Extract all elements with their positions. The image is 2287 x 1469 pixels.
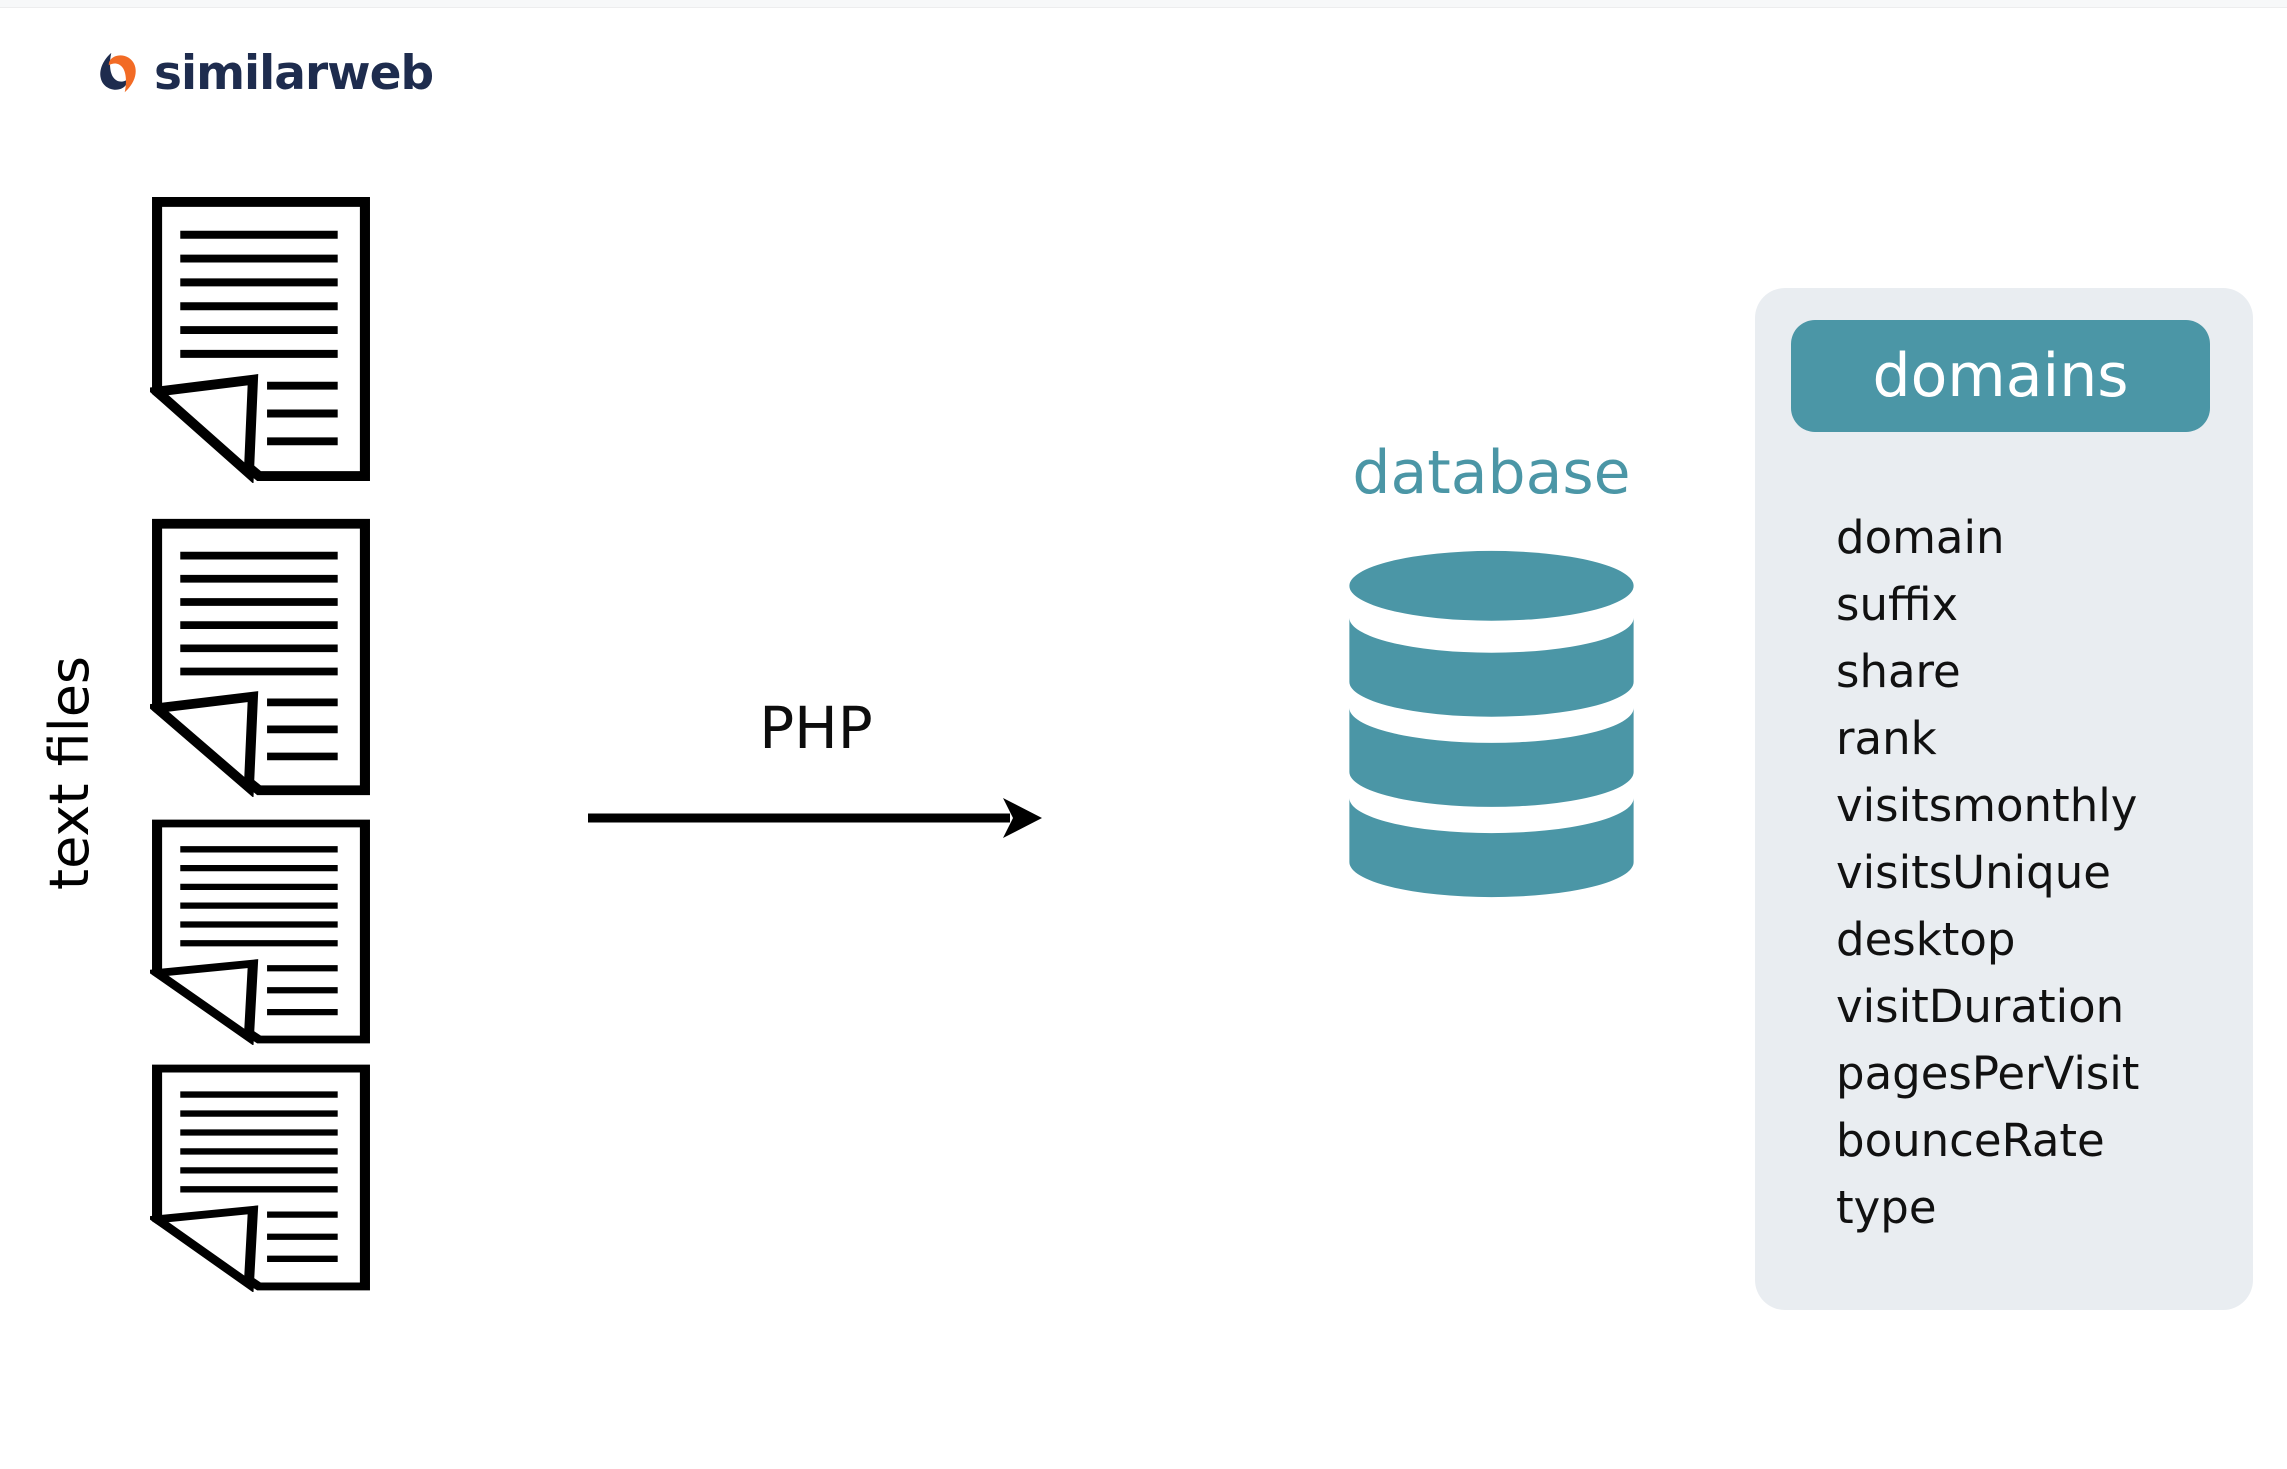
field-item: type [1836,1181,1937,1234]
domains-field-list: domain suffix share rank visitsmonthly v… [1755,432,2253,1241]
text-file-icon [150,196,370,483]
right-arrow-icon [588,798,1042,838]
similarweb-logo-icon [100,52,136,93]
field-item: visitsmonthly [1836,779,2138,832]
field-item: suffix [1836,578,1959,631]
field-item: desktop [1836,913,2016,966]
text-file-icon [150,1064,370,1292]
similarweb-logo-text: similarweb [154,46,434,101]
top-strip [0,0,2287,8]
similarweb-logo: similarweb [94,46,434,101]
field-item: share [1836,645,1961,698]
php-label: PHP [759,694,873,762]
field-item: domain [1836,511,2005,564]
text-file-icon [150,819,370,1045]
database-label: database [1352,438,1631,508]
field-item: bounceRate [1836,1114,2105,1167]
database-icon [1349,550,1634,898]
field-item: visitsUnique [1836,846,2111,899]
domains-table-panel: domains domain suffix share rank visitsm… [1755,288,2253,1310]
domains-table-title: domains [1791,320,2210,432]
text-file-icon [150,518,370,797]
field-item: visitDuration [1836,980,2125,1033]
field-item: rank [1836,712,1937,765]
text-files-label: text files [38,655,101,891]
field-item: pagesPerVisit [1836,1047,2140,1100]
